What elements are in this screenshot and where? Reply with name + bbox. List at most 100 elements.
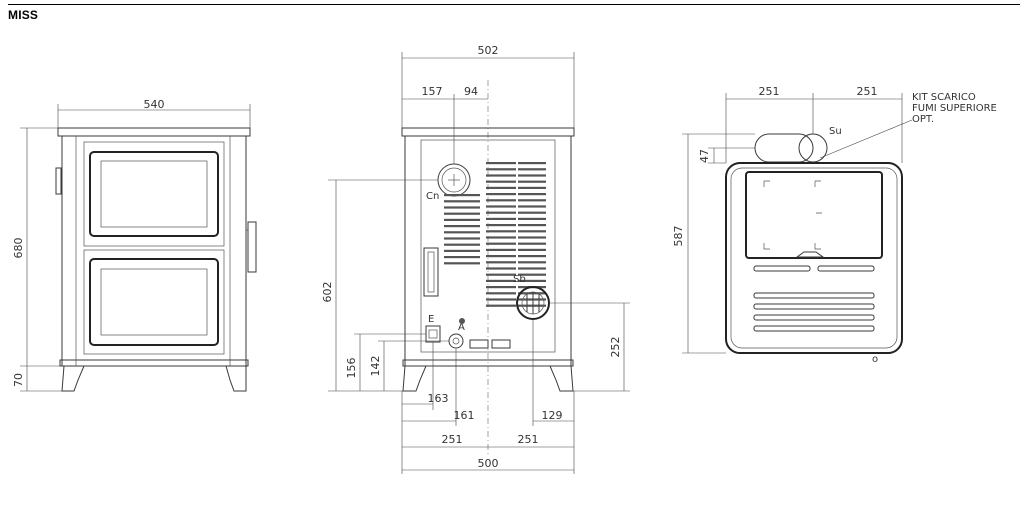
vent-slot bbox=[486, 298, 516, 301]
rear-terminal-left bbox=[469, 339, 489, 349]
top-grille-bar bbox=[753, 292, 875, 299]
rear-label-e: E bbox=[428, 314, 434, 325]
vent-slot bbox=[518, 304, 546, 307]
top-dimensions: 251 251 587 47 bbox=[672, 85, 903, 354]
front-upper-door-glass bbox=[100, 160, 208, 228]
vent-slot bbox=[518, 267, 546, 270]
vent-slot bbox=[444, 249, 480, 252]
rear-label-a: A bbox=[458, 322, 465, 333]
vent-slot bbox=[486, 199, 516, 202]
front-lower-door bbox=[89, 258, 219, 346]
vent-slot bbox=[486, 162, 516, 165]
top-half-left: 251 bbox=[759, 85, 780, 98]
header-rule bbox=[8, 4, 1020, 5]
top-depth-dim: 587 bbox=[672, 226, 685, 247]
vent-slot bbox=[486, 242, 516, 245]
vent-slot bbox=[518, 186, 546, 189]
vent-slot bbox=[444, 194, 480, 197]
vent-slot bbox=[518, 162, 546, 165]
top-half-right: 251 bbox=[857, 85, 878, 98]
top-grilles bbox=[753, 265, 875, 332]
vent-slot bbox=[486, 279, 516, 282]
vent-slot bbox=[518, 174, 546, 177]
vent-slot bbox=[444, 256, 480, 259]
front-door-handle bbox=[247, 221, 257, 273]
vent-slot bbox=[486, 304, 516, 307]
vent-slot bbox=[486, 255, 516, 258]
vent-slot bbox=[486, 230, 516, 233]
rear-terminal-right bbox=[491, 339, 511, 349]
vent-slot bbox=[486, 267, 516, 270]
rear-back-panel bbox=[420, 139, 556, 353]
top-grille-bar bbox=[753, 325, 875, 332]
rear-width-bottom-dim: 500 bbox=[478, 457, 499, 470]
vent-slot bbox=[518, 224, 546, 227]
page-title: MISS bbox=[8, 8, 39, 22]
vent-slot bbox=[518, 261, 546, 264]
kit-leader-line bbox=[819, 119, 913, 159]
front-upper-door-frame bbox=[83, 141, 225, 247]
vent-slot bbox=[486, 193, 516, 196]
vent-slot bbox=[518, 180, 546, 183]
rear-dimensions: 502 157 94 602 156 142 bbox=[321, 44, 630, 474]
front-right-leg bbox=[225, 365, 247, 392]
vent-slot bbox=[486, 248, 516, 251]
vent-slot bbox=[486, 286, 516, 289]
rear-half-right: 251 bbox=[518, 433, 539, 446]
vent-slot bbox=[444, 243, 480, 246]
vent-slot bbox=[518, 217, 546, 220]
vent-slot bbox=[518, 193, 546, 196]
rear-label-sb: Sb bbox=[513, 274, 526, 285]
rear-connection-a bbox=[448, 333, 464, 349]
vent-slot bbox=[486, 236, 516, 239]
rear-vertical-louvre bbox=[423, 247, 439, 297]
rear-small-knob bbox=[459, 318, 465, 324]
vent-slot bbox=[444, 262, 480, 265]
vent-slot bbox=[486, 174, 516, 177]
vent-slot bbox=[518, 211, 546, 214]
top-grille-bar bbox=[753, 265, 811, 272]
rear-height-252: 252 bbox=[609, 337, 622, 358]
rear-vent-slots bbox=[444, 162, 546, 307]
vent-slot bbox=[486, 217, 516, 220]
vent-slot bbox=[518, 242, 546, 245]
top-grille-bar bbox=[817, 265, 875, 272]
vent-slot bbox=[486, 168, 516, 171]
vent-slot bbox=[486, 186, 516, 189]
rear-offset-157: 157 bbox=[422, 85, 443, 98]
vent-slot bbox=[486, 292, 516, 295]
vent-slot bbox=[444, 200, 480, 203]
front-view: 540 680 70 bbox=[12, 98, 257, 392]
front-upper-door bbox=[89, 151, 219, 237]
top-plate-notch bbox=[795, 251, 825, 258]
kit-note-line1: KIT SCARICO bbox=[912, 92, 976, 103]
front-leg-dim: 70 bbox=[12, 373, 25, 387]
rear-dist-163: 163 bbox=[428, 392, 449, 405]
top-offset-47: 47 bbox=[698, 149, 711, 163]
rear-connection-e bbox=[425, 325, 441, 343]
rear-dist-129: 129 bbox=[542, 409, 563, 422]
rear-view: Cn Sb E A bbox=[321, 44, 630, 474]
front-lower-door-glass bbox=[100, 268, 208, 336]
vent-slot bbox=[518, 298, 546, 301]
vent-slot bbox=[486, 261, 516, 264]
vent-slot bbox=[518, 255, 546, 258]
rear-half-left: 251 bbox=[442, 433, 463, 446]
top-label-su: Su bbox=[829, 126, 842, 137]
top-grille-bar bbox=[753, 303, 875, 310]
vent-slot bbox=[518, 248, 546, 251]
vent-slot bbox=[486, 211, 516, 214]
front-side-vent bbox=[55, 167, 62, 195]
rear-plinth bbox=[402, 359, 574, 367]
vent-slot bbox=[518, 273, 546, 276]
vent-slot bbox=[486, 224, 516, 227]
top-flue-pipe bbox=[754, 133, 814, 163]
rear-height-602: 602 bbox=[321, 282, 334, 303]
vent-slot bbox=[518, 279, 546, 282]
front-lower-door-frame bbox=[83, 249, 225, 355]
vent-slot bbox=[518, 292, 546, 295]
vent-slot bbox=[444, 206, 480, 209]
rear-width-top-dim: 502 bbox=[478, 44, 499, 57]
